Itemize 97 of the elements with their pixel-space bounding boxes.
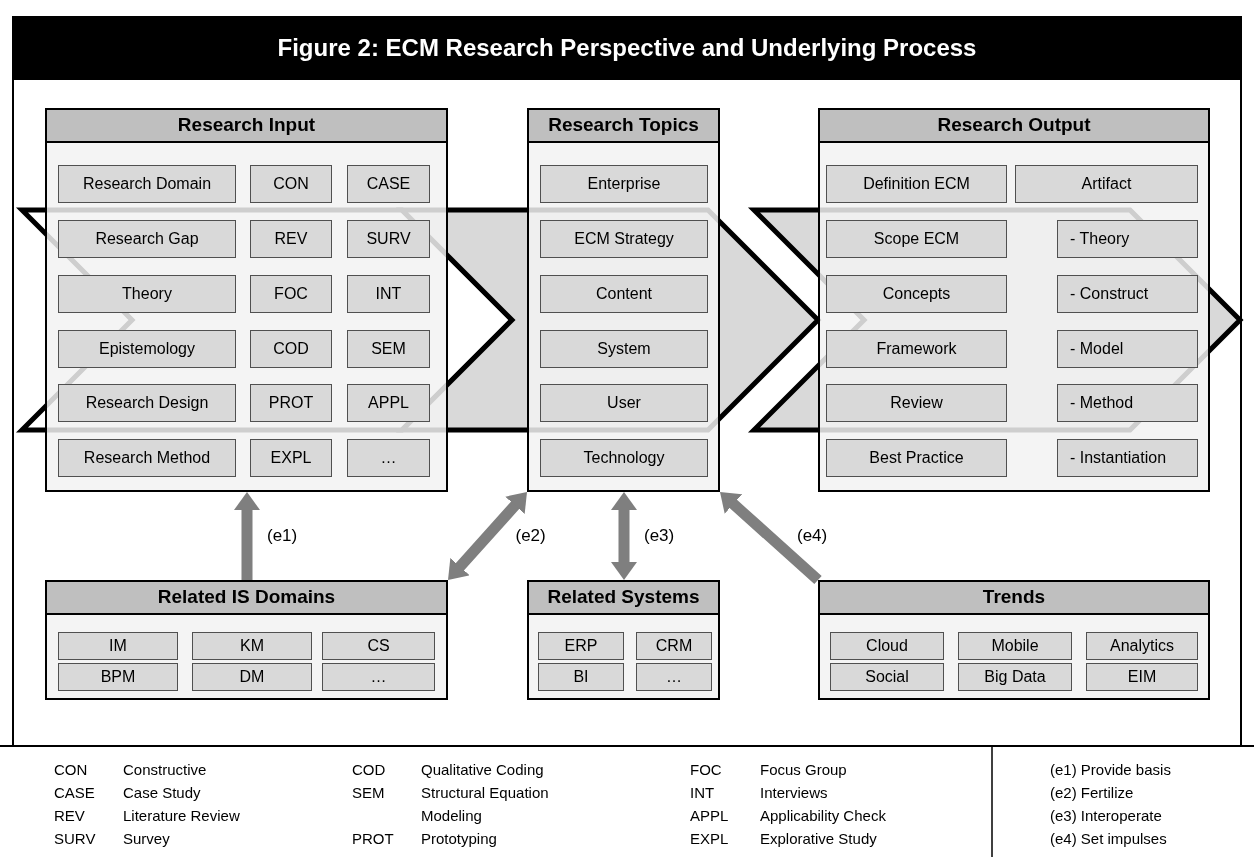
category-box: … <box>347 439 430 477</box>
legend-text: Qualitative Coding <box>421 760 545 780</box>
category-box: Cloud <box>830 632 944 660</box>
category-box: System <box>540 330 708 368</box>
category-box: ERP <box>538 632 624 660</box>
panel-heading: Research Topics <box>529 110 718 143</box>
legend-text: EXPL <box>690 829 730 849</box>
legend-text: PROT <box>352 829 395 849</box>
edge-label: (e1) <box>265 526 300 546</box>
category-box: EXPL <box>250 439 332 477</box>
legend-text: INT <box>690 783 716 803</box>
category-box: Review <box>826 384 1007 422</box>
category-box: Research Domain <box>58 165 236 203</box>
category-box: … <box>636 663 712 691</box>
category-box: Enterprise <box>540 165 708 203</box>
panel-heading: Related IS Domains <box>47 582 446 615</box>
legend-text: (e3) Interoperate <box>1050 806 1163 826</box>
category-box: Analytics <box>1086 632 1198 660</box>
category-box: INT <box>347 275 430 313</box>
panel-heading: Research Output <box>820 110 1208 143</box>
category-box: Theory <box>58 275 236 313</box>
category-box: CRM <box>636 632 712 660</box>
category-box: EIM <box>1086 663 1198 691</box>
category-box: Research Design <box>58 384 236 422</box>
category-box: Research Gap <box>58 220 236 258</box>
category-box: - Theory <box>1057 220 1198 258</box>
legend-text: COD <box>352 760 387 780</box>
category-box: PROT <box>250 384 332 422</box>
category-box: - Method <box>1057 384 1198 422</box>
category-box: BPM <box>58 663 178 691</box>
panel <box>527 580 720 700</box>
category-box: Best Practice <box>826 439 1007 477</box>
category-box: REV <box>250 220 332 258</box>
category-box: SEM <box>347 330 430 368</box>
category-box: ECM Strategy <box>540 220 708 258</box>
legend-text: (e2) Fertilize <box>1050 783 1135 803</box>
category-box: Scope ECM <box>826 220 1007 258</box>
legend-text: Applicability Check <box>760 806 887 826</box>
category-box: IM <box>58 632 178 660</box>
category-box: - Instantiation <box>1057 439 1198 477</box>
category-box: CS <box>322 632 435 660</box>
edge-label: (e3) <box>642 526 677 546</box>
block-arrow <box>234 492 260 580</box>
category-box: BI <box>538 663 624 691</box>
edge-label: (e2) <box>513 526 548 546</box>
category-box: Mobile <box>958 632 1072 660</box>
panel-heading: Trends <box>820 582 1208 615</box>
category-box: COD <box>250 330 332 368</box>
category-box: - Construct <box>1057 275 1198 313</box>
legend-text: Constructive <box>123 760 208 780</box>
category-box: CASE <box>347 165 430 203</box>
legend-text: FOC <box>690 760 723 780</box>
panel <box>45 108 448 492</box>
legend-text: REV <box>54 806 86 826</box>
category-box: CON <box>250 165 332 203</box>
category-box: - Model <box>1057 330 1198 368</box>
category-box: User <box>540 384 708 422</box>
legend-text: Interviews <box>760 783 829 803</box>
category-box: Technology <box>540 439 708 477</box>
legend-text: Focus Group <box>760 760 848 780</box>
category-box: FOC <box>250 275 332 313</box>
panel <box>45 580 448 700</box>
legend-text: Structural Equation Modeling <box>421 783 550 826</box>
category-box: Framework <box>826 330 1007 368</box>
category-box: Epistemology <box>58 330 236 368</box>
category-box: Definition ECM <box>826 165 1007 203</box>
panel <box>818 580 1210 700</box>
legend-text: Explorative Study <box>760 829 878 849</box>
legend-text: Prototyping <box>421 829 498 849</box>
legend-text: CON <box>54 760 89 780</box>
category-box: KM <box>192 632 312 660</box>
category-box: Concepts <box>826 275 1007 313</box>
category-box: Big Data <box>958 663 1072 691</box>
panel-heading: Related Systems <box>529 582 718 615</box>
diagram-title: Figure 2: ECM Research Perspective and Underlying Process <box>277 33 977 63</box>
category-box: DM <box>192 663 312 691</box>
category-box: Research Method <box>58 439 236 477</box>
panel-heading: Research Input <box>47 110 446 143</box>
legend-text: APPL <box>690 806 730 826</box>
legend-text: SURV <box>54 829 97 849</box>
legend-text: Survey <box>123 829 171 849</box>
legend-text: SEM <box>352 783 386 803</box>
category-box: Social <box>830 663 944 691</box>
category-box: Artifact <box>1015 165 1198 203</box>
legend-text: CASE <box>54 783 96 803</box>
legend-text: (e1) Provide basis <box>1050 760 1172 780</box>
edge-label: (e4) <box>795 526 830 546</box>
category-box: APPL <box>347 384 430 422</box>
panel <box>527 108 720 492</box>
category-box: SURV <box>347 220 430 258</box>
category-box: … <box>322 663 435 691</box>
category-box: Content <box>540 275 708 313</box>
legend-text: Literature Review <box>123 806 241 826</box>
block-arrow <box>611 492 637 580</box>
legend-text: Case Study <box>123 783 202 803</box>
legend-text: (e4) Set impulses <box>1050 829 1168 849</box>
panel <box>818 108 1210 492</box>
